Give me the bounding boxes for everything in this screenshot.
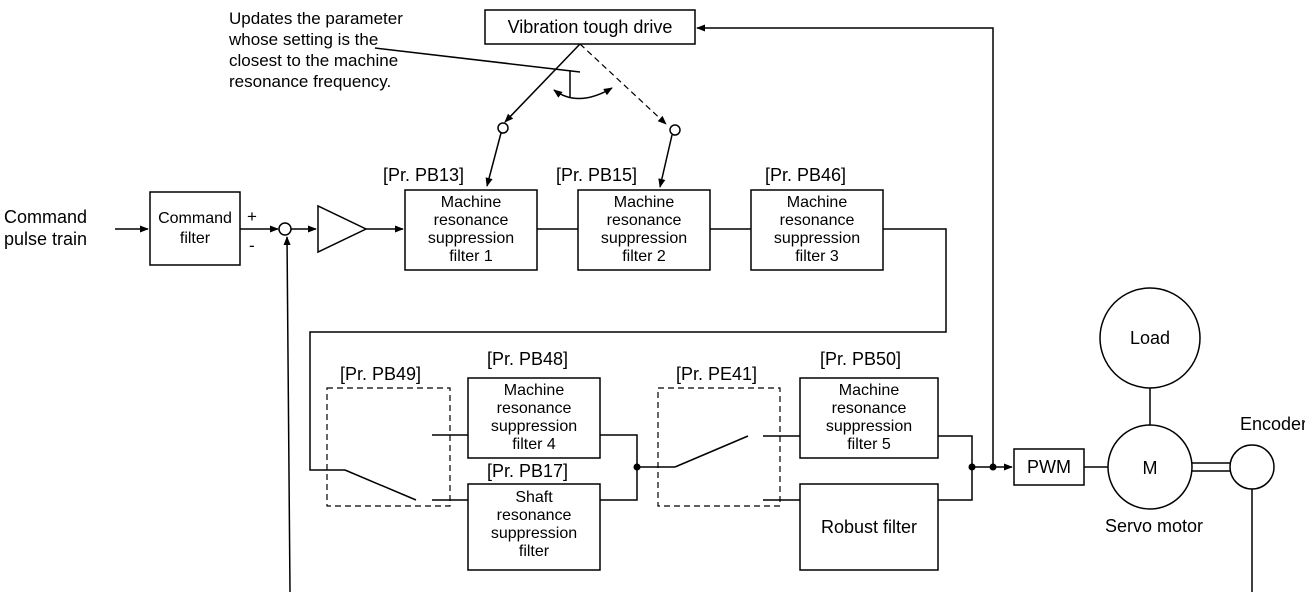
sum-minus: - [249, 236, 255, 255]
filter-2-line-2: resonance [607, 212, 682, 229]
annotation-line-2: whose setting is the [228, 30, 378, 49]
shaft-filter-line-1: Shaft [515, 489, 553, 506]
vtd-to-pb13-arrow [504, 43, 581, 123]
annotation-line-3: closest to the machine [229, 51, 398, 70]
param-pb46: [Pr. PB46] [765, 165, 846, 185]
shaft-filter-line-3: suppression [491, 525, 577, 542]
switch-pb49-blade [344, 469, 417, 501]
filter-4-line-2: resonance [497, 400, 572, 417]
pwm-box [1013, 448, 1085, 486]
filter-3-line-4: filter 3 [795, 248, 839, 265]
annotation-line-1: Updates the parameter [229, 9, 403, 28]
filter-5-line-2: resonance [832, 400, 907, 417]
param-pb17: [Pr. PB17] [487, 461, 568, 481]
filter-1-line-1: Machine [441, 194, 502, 211]
param-pb15: [Pr. PB15] [556, 165, 637, 185]
vibration-tough-drive-label: Vibration tough drive [508, 17, 673, 37]
filter-2-line-3: suppression [601, 230, 687, 247]
filter-1-line-2: resonance [434, 212, 509, 229]
switch-circle-pb15 [669, 124, 681, 136]
summing-junction [278, 222, 292, 236]
robust-filter-label: Robust filter [821, 517, 917, 537]
filter-1-box [404, 189, 538, 271]
amplifier-triangle [317, 204, 368, 254]
command-filter-label-1: Command [158, 210, 232, 227]
filter-3-line-2: resonance [780, 212, 855, 229]
route-to-lower-row [309, 228, 947, 471]
servo-motor-label: Servo motor [1105, 516, 1203, 536]
param-pe41: [Pr. PE41] [676, 364, 757, 384]
input-label-line-1: Command [4, 207, 87, 227]
annotation-line-4: resonance frequency. [229, 72, 391, 91]
load-label: Load [1130, 328, 1170, 348]
filter-1-line-3: suppression [428, 230, 514, 247]
filter-4-line-3: suppression [491, 418, 577, 435]
input-label-line-2: pulse train [4, 229, 87, 249]
vtd-to-pb15-dashed-arrow [579, 43, 667, 125]
shaft-filter-box [467, 483, 601, 571]
filter-3-line-1: Machine [787, 194, 848, 211]
pb15-arrow [658, 134, 673, 188]
filter-3-box [750, 189, 884, 271]
annotation-leader-line [374, 47, 581, 73]
vtd-feedback-line [696, 24, 994, 467]
filter-5-box [799, 377, 939, 459]
filter-5-line-1: Machine [839, 382, 900, 399]
merge-1-lines [600, 434, 638, 501]
filter-2-line-1: Machine [614, 194, 675, 211]
robust-filter-box [799, 483, 939, 571]
command-filter-label-2: filter [180, 230, 211, 247]
filter-3-line-3: suppression [774, 230, 860, 247]
switch-pe41-blade [674, 435, 749, 468]
filter-2-line-4: filter 2 [622, 248, 666, 265]
filter-2-box [577, 189, 711, 271]
switch-pe41-dashed-box [657, 387, 781, 507]
param-pb49: [Pr. PB49] [340, 364, 421, 384]
encoder-circle [1229, 444, 1275, 490]
shaft-filter-line-2: resonance [497, 507, 572, 524]
motor-symbol: M [1143, 458, 1158, 478]
filter-1-line-4: filter 1 [449, 248, 493, 265]
switch-circle-pb13 [497, 122, 509, 134]
command-filter-box [149, 191, 241, 266]
pb13-arrow [485, 132, 502, 187]
annotation-text: Updates the parameter whose setting is t… [228, 9, 403, 91]
param-pb50: [Pr. PB50] [820, 349, 901, 369]
encoder-label: Encoder [1240, 414, 1305, 434]
param-pb48: [Pr. PB48] [487, 349, 568, 369]
filter-5-line-3: suppression [826, 418, 912, 435]
pwm-label: PWM [1027, 457, 1071, 477]
param-pb13: [Pr. PB13] [383, 165, 464, 185]
vibration-tough-drive-box [484, 9, 696, 45]
filter-5-line-4: filter 5 [847, 436, 891, 453]
filter-4-line-4: filter 4 [512, 436, 556, 453]
selector-double-arrow [553, 87, 613, 100]
sum-plus: + [247, 207, 257, 226]
motor-circle [1107, 424, 1193, 510]
filter-4-line-1: Machine [504, 382, 565, 399]
merge-2-lines [938, 435, 973, 501]
switch-pb49-dashed-box [326, 387, 451, 507]
filter-4-box [467, 377, 601, 459]
feedback-arrow [283, 236, 291, 593]
shaft-filter-line-4: filter [519, 543, 550, 560]
